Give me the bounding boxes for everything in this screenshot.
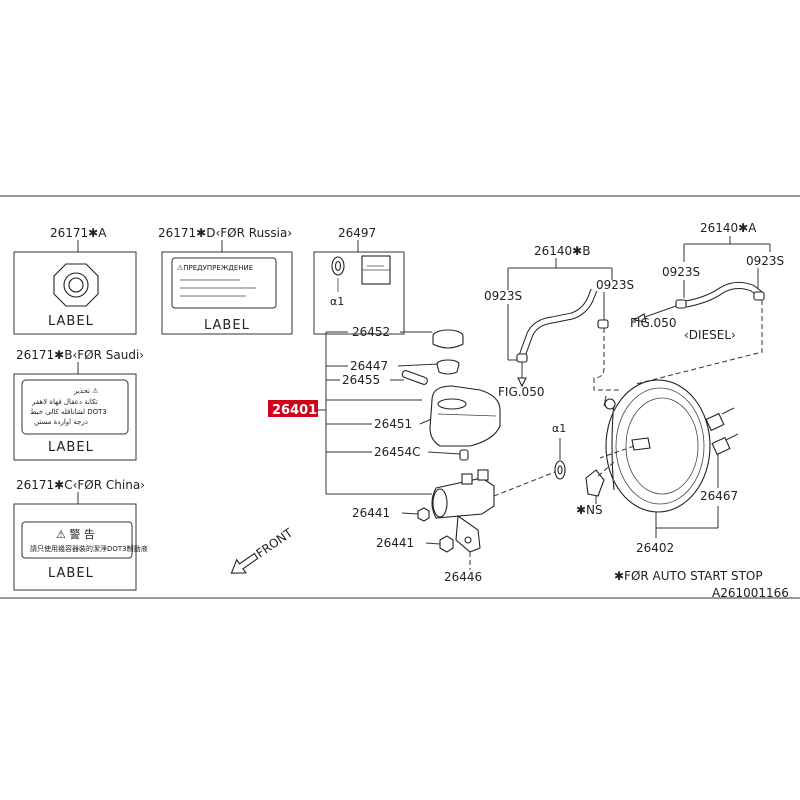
figure-id: A261001166: [712, 586, 789, 600]
callout-26452[interactable]: 26452: [352, 325, 390, 339]
callout-26441-upper[interactable]: 26441: [352, 506, 390, 520]
china-sticker-line: 請只使用幾容器裝的潔淨DOT3制動液: [30, 544, 148, 553]
cap-seal: [436, 359, 460, 375]
reservoir-level-icon: [361, 255, 391, 285]
saudi-line-3: لشاناقله كالى خبط DOT3: [30, 408, 107, 416]
callout-26454c[interactable]: 26454C: [374, 445, 421, 459]
master-cylinder-callouts: 26452 26447 26455 26451 26454C: [325, 325, 461, 495]
diesel-label: ‹DIESEL›: [684, 328, 736, 342]
callout-26446[interactable]: 26446: [444, 570, 482, 584]
china-sticker: [21, 521, 133, 559]
part-number-26497: 26497: [338, 226, 376, 240]
alpha-26497: α1: [330, 295, 344, 308]
reservoir-grommet: [459, 449, 469, 461]
master-cylinder-body: [431, 469, 495, 553]
washer-icon: [331, 256, 345, 276]
part-number-26171-d: 26171✱D‹FØR Russia›: [158, 226, 292, 240]
front-arrow: FRONT: [230, 525, 296, 574]
callout-26401: 26401: [272, 403, 317, 418]
part-number-26171-b: 26171✱B‹FØR Saudi›: [16, 348, 144, 362]
label-item-b[interactable]: 26171✱B‹FØR Saudi› تحذير ⚠ تكانة دعقال ف…: [13, 348, 144, 461]
nut-26441-lower: [439, 535, 454, 553]
nut-26441-upper: [417, 507, 430, 522]
callout-26447[interactable]: 26447: [350, 359, 388, 373]
label-item-d[interactable]: 26171✱D‹FØR Russia› ⚠ПРЕДУПРЕЖДЕНИЕ LABE…: [158, 226, 293, 335]
brake-booster: [599, 379, 739, 513]
label-b-text: LABEL: [48, 440, 94, 455]
label-c-text: LABEL: [48, 566, 94, 581]
callout-26140-a[interactable]: 26140✱A: [700, 221, 757, 235]
callout-0923s-b-right[interactable]: 0923S: [596, 278, 634, 292]
saudi-line-2: تكانة دعقال فهاة لاهقر: [31, 398, 98, 406]
label-d-text: LABEL: [204, 318, 250, 333]
callout-26402[interactable]: 26402: [636, 541, 674, 555]
callout-26455[interactable]: 26455: [342, 373, 380, 387]
callout-26140-b[interactable]: 26140✱B: [534, 244, 590, 258]
russia-sticker: [171, 257, 277, 309]
callout-26451[interactable]: 26451: [374, 417, 412, 431]
ns-sensor: [585, 469, 605, 497]
brake-fluid-reservoir: [429, 385, 501, 447]
alpha-booster[interactable]: α1: [552, 422, 566, 435]
highlight-26401[interactable]: 26401: [268, 400, 318, 418]
footnote-auto-start-stop: ✱FØR AUTO START STOP: [614, 569, 763, 583]
label-item-26497[interactable]: 26497 α1: [313, 226, 405, 335]
russia-sticker-warning: ⚠ПРЕДУПРЕЖДЕНИЕ: [177, 264, 253, 272]
callout-26467[interactable]: 26467: [700, 489, 738, 503]
front-label: FRONT: [254, 525, 296, 560]
fig050-a[interactable]: FIG.050: [630, 316, 676, 330]
highlight-26401-bg: [268, 400, 318, 417]
hose-26140-b-group: 26140✱B 0923S 0923S FIG.050: [484, 244, 634, 399]
booster-gasket: [554, 460, 566, 480]
hose-26140-a-group: 26140✱A 0923S 0923S FIG.050 ‹DIESEL›: [630, 221, 784, 385]
callout-0923s-a-right[interactable]: 0923S: [746, 254, 784, 268]
label-item-a[interactable]: 26171✱A LABEL: [13, 226, 137, 335]
filter-pin: [401, 370, 428, 385]
saudi-line-1: تحذير ⚠: [73, 387, 99, 395]
callout-0923s-b-left[interactable]: 0923S: [484, 289, 522, 303]
label-item-c[interactable]: 26171✱C‹FØR China› ⚠ 警 告 請只使用幾容器裝的潔淨DOT3…: [13, 478, 148, 591]
octagon-nut-icon: [53, 263, 99, 307]
fig050-b[interactable]: FIG.050: [498, 385, 544, 399]
ns-label: ✱NS: [576, 503, 603, 517]
label-a-text: LABEL: [48, 314, 94, 329]
china-sticker-title: ⚠ 警 告: [56, 527, 95, 541]
saudi-line-4: درجة اواردة مستن: [34, 418, 88, 426]
callout-26441-lower[interactable]: 26441: [376, 536, 414, 550]
part-number-26171-c: 26171✱C‹FØR China›: [16, 478, 145, 492]
saudi-sticker: [21, 379, 129, 435]
part-number-26171-a: 26171✱A: [50, 226, 107, 240]
reservoir-cap: [432, 329, 464, 349]
callout-0923s-a-left[interactable]: 0923S: [662, 265, 700, 279]
